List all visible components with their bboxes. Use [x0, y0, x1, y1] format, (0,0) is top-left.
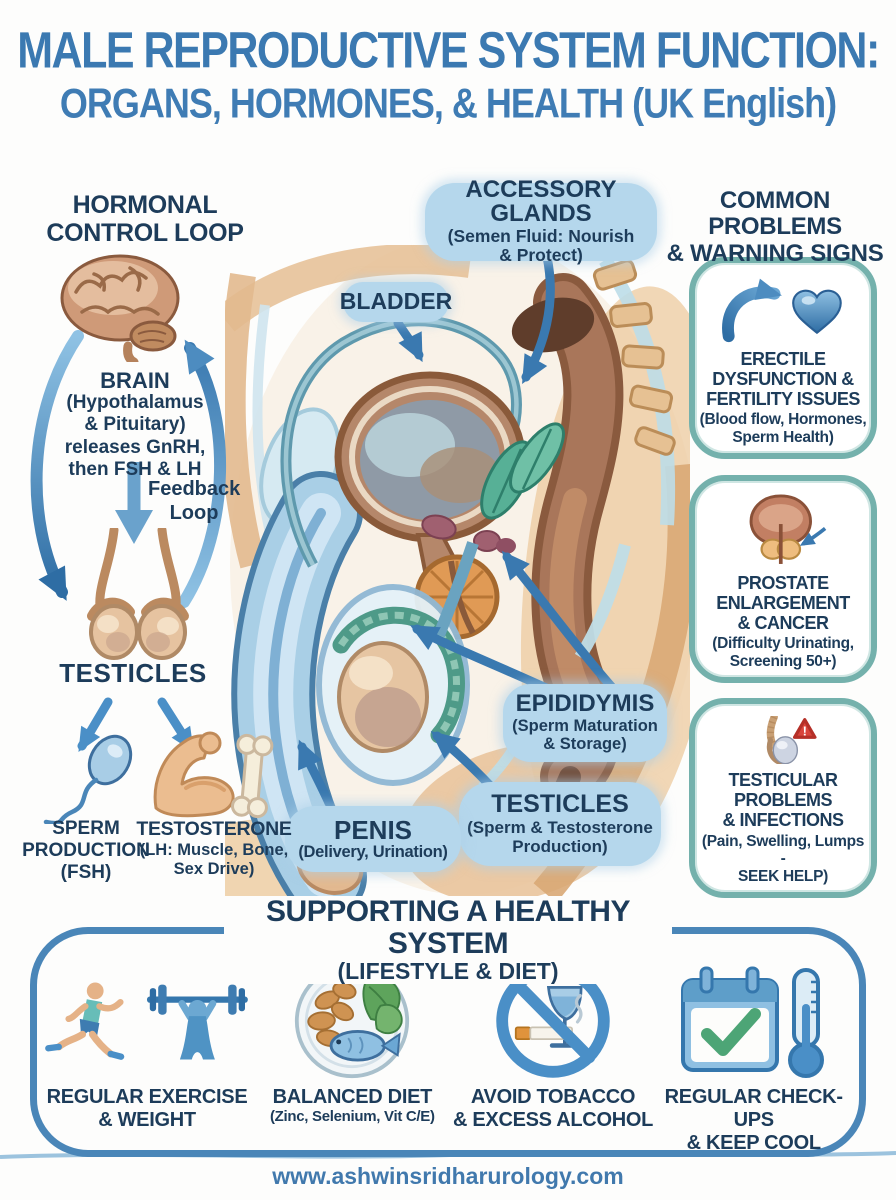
- penis-pill: PENIS (Delivery, Urination): [285, 806, 461, 872]
- penis-title: PENIS: [333, 814, 413, 845]
- weightlifter-figure: [147, 984, 248, 1060]
- healthy-heading-line1: SUPPORTING A HEALTHY SYSTEM: [266, 895, 630, 960]
- balanced-diet-icon: [295, 963, 410, 1079]
- runner-figure: [45, 982, 125, 1060]
- erectile-card-sub: (Blood flow, Hormones, Sperm Health): [699, 411, 867, 447]
- problems-heading: COMMON PROBLEMS & WARNING SIGNS: [666, 187, 884, 267]
- brain-label: BRAIN: [100, 368, 170, 393]
- healthy-heading-line2: (LIFESTYLE & DIET): [337, 958, 559, 984]
- bladder-pill: BLADDER: [339, 282, 453, 322]
- exercise-label: REGULAR EXERCISE & WEIGHT: [46, 1086, 248, 1131]
- checkups-label: REGULAR CHECK-UPS & KEEP COOL: [664, 1086, 843, 1154]
- spinach-leaves: [362, 977, 403, 1035]
- avoid-tobacco-label: AVOID TOBACCO & EXCESS ALCOHOL: [452, 1086, 654, 1131]
- testicles-icon: [87, 528, 189, 660]
- warning-triangle-icon: [792, 718, 817, 739]
- healthy-system-heading: SUPPORTING A HEALTHY SYSTEM (LIFESTYLE &…: [224, 895, 672, 985]
- testosterone-sublabel: (LH: Muscle, Bone, Sex Drive): [139, 841, 289, 879]
- thermometer-icon: [787, 968, 824, 1078]
- heart-icon: [792, 289, 842, 335]
- problem-card-testicular: ! TESTICULAR PROBLEMS & INFECTIONS (Pain…: [689, 698, 877, 898]
- sperm-production-label: SPERM PRODUCTION (FSH): [22, 818, 150, 883]
- diet-label: BALANCED DIET: [272, 1086, 433, 1108]
- testicular-card-sub: (Pain, Swelling, Lumps - SEEK HELP): [701, 832, 865, 886]
- spine-strip: [599, 256, 676, 526]
- epididymis-pill: EPIDIDYMIS (Sperm Maturation & Storage): [503, 684, 667, 762]
- problem-card-prostate: PROSTATE ENLARGEMENT & CANCER (Difficult…: [689, 475, 877, 683]
- prostate-icon: [749, 494, 827, 564]
- spermatic-cord: [433, 541, 479, 638]
- warning-exclamation: !: [803, 723, 807, 738]
- testicular-card-title: TESTICULAR PROBLEMS & INFECTIONS: [722, 770, 844, 831]
- prostate-card-sub: (Difficulty Urinating, Screening 50+): [712, 635, 854, 671]
- testicles-pill-title: TESTICLES: [491, 790, 629, 819]
- problem-card-erectile: ERECTILE DYSFUNCTION & FERTILITY ISSUES …: [689, 257, 877, 459]
- testicle-warning-icon: !: [766, 716, 817, 765]
- sperm-icon: [43, 734, 133, 824]
- feedback-loop-label: Feedback Loop: [148, 478, 241, 524]
- cowpers-glands: [421, 514, 516, 554]
- prostate-pointer-arrow: [799, 527, 827, 546]
- cowpers-arrow: [501, 550, 622, 698]
- seminal-vesicles: [480, 422, 565, 520]
- loop-arrow-up: [178, 339, 227, 608]
- testosterone-label: TESTOSTERONE: [136, 818, 292, 840]
- prohibition-slash: [511, 978, 596, 1064]
- accessory-glands-arrow: [521, 252, 555, 384]
- accessory-glands-title: ACCESSORY GLANDS: [465, 175, 617, 228]
- brain-icon: [60, 254, 180, 362]
- loop-arrow-down: [30, 330, 84, 601]
- healthy-item-diet: BALANCED DIET (Zinc, Selenium, Vit C/E): [252, 962, 453, 1142]
- accessory-glands-pill: ACCESSORY GLANDS (Semen Fluid: Nourish &…: [425, 177, 657, 265]
- healthy-item-avoid-tobacco: AVOID TOBACCO & EXCESS ALCOHOL: [453, 962, 654, 1142]
- testicles-pill-sub: (Sperm & Testosterone Production): [467, 817, 653, 856]
- brain-sublabel: (Hypothalamus & Pituitary) releases GnRH…: [64, 392, 206, 481]
- footer-url: www.ashwinsridharurology.com: [272, 1163, 624, 1189]
- checkup-thermometer-icon: [680, 966, 824, 1078]
- healthy-item-exercise: REGULAR EXERCISE & WEIGHT: [42, 962, 252, 1142]
- calendar-check-icon: [680, 966, 779, 1072]
- penis-sub: (Delivery, Urination): [298, 843, 448, 862]
- sacrum-vertebrae: [592, 259, 676, 456]
- page-title-line1: MALE REPRODUCTIVE SYSTEM FUNCTION:: [17, 22, 880, 80]
- page-title-line2: ORGANS, HORMONES, & HEALTH (UK English): [59, 79, 837, 127]
- nuts: [307, 981, 357, 1047]
- bladder-arrow: [393, 318, 424, 363]
- arrow-heart-icon: [722, 278, 842, 343]
- prostate-card-title: PROSTATE ENLARGEMENT & CANCER: [716, 572, 850, 634]
- epididymis-title: EPIDIDYMIS: [515, 690, 655, 718]
- penis-arrow: [297, 739, 334, 808]
- diet-sub: (Zinc, Selenium, Vit C/E): [269, 1108, 435, 1125]
- fish: [329, 1030, 402, 1062]
- loop-arrows-icon: [30, 330, 227, 608]
- branch-arrows-icon: [77, 697, 195, 753]
- healthy-item-checkups: REGULAR CHECK-UPS & KEEP COOL: [653, 962, 854, 1154]
- erectile-card-title: ERECTILE DYSFUNCTION & FERTILITY ISSUES: [706, 348, 860, 410]
- exercise-icon: [45, 982, 248, 1060]
- epididymis-sub: (Sperm Maturation & Storage): [512, 716, 658, 754]
- testicles-loop-label: TESTICLES: [59, 658, 207, 688]
- muscle-bone-icon: [153, 731, 274, 819]
- page-title: MALE REPRODUCTIVE SYSTEM FUNCTION: ORGAN…: [0, 22, 896, 123]
- testicles-pill: TESTICLES (Sperm & Testosterone Producti…: [459, 782, 661, 866]
- green-check-icon: [700, 1008, 761, 1056]
- accessory-glands-sub: (Semen Fluid: Nourish & Protect): [447, 225, 635, 266]
- down-arrow-icon: [115, 462, 153, 544]
- healthy-items-row: REGULAR EXERCISE & WEIGHT: [42, 962, 854, 1154]
- bone-icon: [231, 733, 274, 819]
- bladder-label: BLADDER: [339, 288, 453, 315]
- hormonal-loop-heading: HORMONAL CONTROL LOOP: [46, 191, 244, 247]
